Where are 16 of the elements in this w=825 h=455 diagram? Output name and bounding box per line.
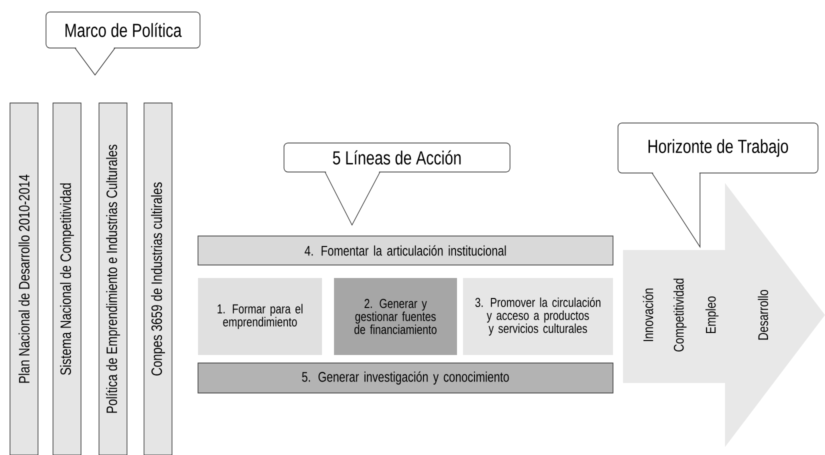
arrow-text: Empleo	[705, 296, 719, 334]
arrow-text: Innovación	[642, 288, 654, 342]
arrow-text: Competitividad	[673, 278, 687, 352]
vertical-box: Plan Nacional de Desarrollo 2010-2014	[10, 102, 38, 455]
speech-bubble: 5 Líneas de Acción	[284, 142, 510, 226]
arrow-text: Desarrollo	[758, 290, 768, 340]
action-box: 4. Fomentar la articulación institucional	[198, 236, 614, 266]
speech-bubble: Horizonte de Trabajo	[618, 122, 818, 248]
vertical-box: Conpes 3659 de Industrias cultirales	[144, 102, 172, 455]
action-box: 3. Promover la circulación y acceso a productos y servicios culturales	[463, 278, 613, 355]
action-box: 5. Generar investigación y conocimiento	[198, 362, 614, 394]
speech-bubble: Marco de Política	[46, 12, 200, 76]
action-box: 2. Generar y gestionar fuentes de financiamiento	[334, 278, 457, 355]
vertical-box: Sistema Nacional de Competitividad	[52, 102, 82, 455]
vertical-box: Política de Emprendimiento e Industrias Culturales	[98, 102, 128, 455]
action-box: 1. Formar para el emprendimiento	[198, 278, 322, 355]
